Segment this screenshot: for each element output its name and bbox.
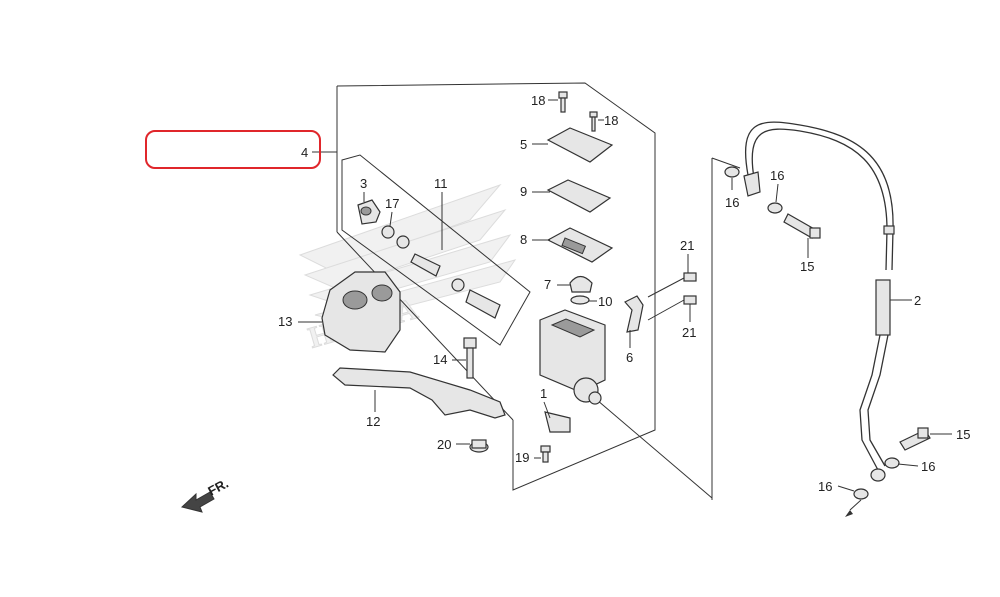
callout-14: 14 <box>433 352 447 367</box>
callout-12: 12 <box>366 414 380 429</box>
callout-labels: 4 18 18 5 9 8 7 10 3 11 17 13 14 12 20 1… <box>278 93 970 494</box>
callout-17: 17 <box>385 196 399 211</box>
callout-4: 4 <box>301 145 308 160</box>
direction-indicator: FR. <box>180 476 231 513</box>
part-13-cover <box>321 271 401 353</box>
callout-2: 2 <box>914 293 921 308</box>
callout-9: 9 <box>520 184 527 199</box>
part-2-brake-hose <box>743 121 895 482</box>
hose-end-arrow-icon <box>845 510 853 517</box>
callout-5: 5 <box>520 137 527 152</box>
part-21-bolts <box>647 272 697 321</box>
callout-16a: 16 <box>725 195 739 210</box>
part-9-plate <box>546 179 612 213</box>
subassembly-11-outline <box>341 154 531 346</box>
callout-11: 11 <box>434 176 448 191</box>
master-cylinder-body <box>539 309 606 405</box>
part-6-holder <box>624 295 644 333</box>
callout-8: 8 <box>520 232 527 247</box>
assembly-4-outline <box>336 82 656 491</box>
callout-10: 10 <box>598 294 612 309</box>
part-17-clip <box>381 225 395 239</box>
callout-21a: 21 <box>680 238 694 253</box>
callout-1: 1 <box>540 386 547 401</box>
callout-15b: 15 <box>956 427 970 442</box>
leader-lines <box>298 99 952 511</box>
callout-20: 20 <box>437 437 451 452</box>
part-7-float <box>569 275 593 293</box>
part-18-screws <box>558 91 598 132</box>
callout-13: 13 <box>278 314 292 329</box>
part-1-switch <box>544 411 571 433</box>
part-20-cap <box>469 439 489 453</box>
callout-21b: 21 <box>682 325 696 340</box>
callout-18b: 18 <box>604 113 618 128</box>
callout-16d: 16 <box>818 479 832 494</box>
callout-6: 6 <box>626 350 633 365</box>
callout-3: 3 <box>360 176 367 191</box>
callout-16b: 16 <box>770 168 784 183</box>
highlight-box <box>145 130 321 169</box>
callout-16c: 16 <box>921 459 935 474</box>
part-16-washers <box>724 166 900 500</box>
part-14-bolt <box>463 337 477 379</box>
callout-7: 7 <box>544 277 551 292</box>
callout-19: 19 <box>515 450 529 465</box>
part-12-lever <box>332 367 506 419</box>
part-19-screw <box>540 445 551 463</box>
part-11-piston-set <box>396 235 501 319</box>
arrow-left-icon <box>180 491 215 513</box>
part-3-boot <box>357 199 381 225</box>
callout-18a: 18 <box>531 93 545 108</box>
part-15-bolts <box>783 213 931 451</box>
part-5-lid <box>546 127 614 163</box>
part-10-ring <box>570 295 590 305</box>
callout-15a: 15 <box>800 259 814 274</box>
